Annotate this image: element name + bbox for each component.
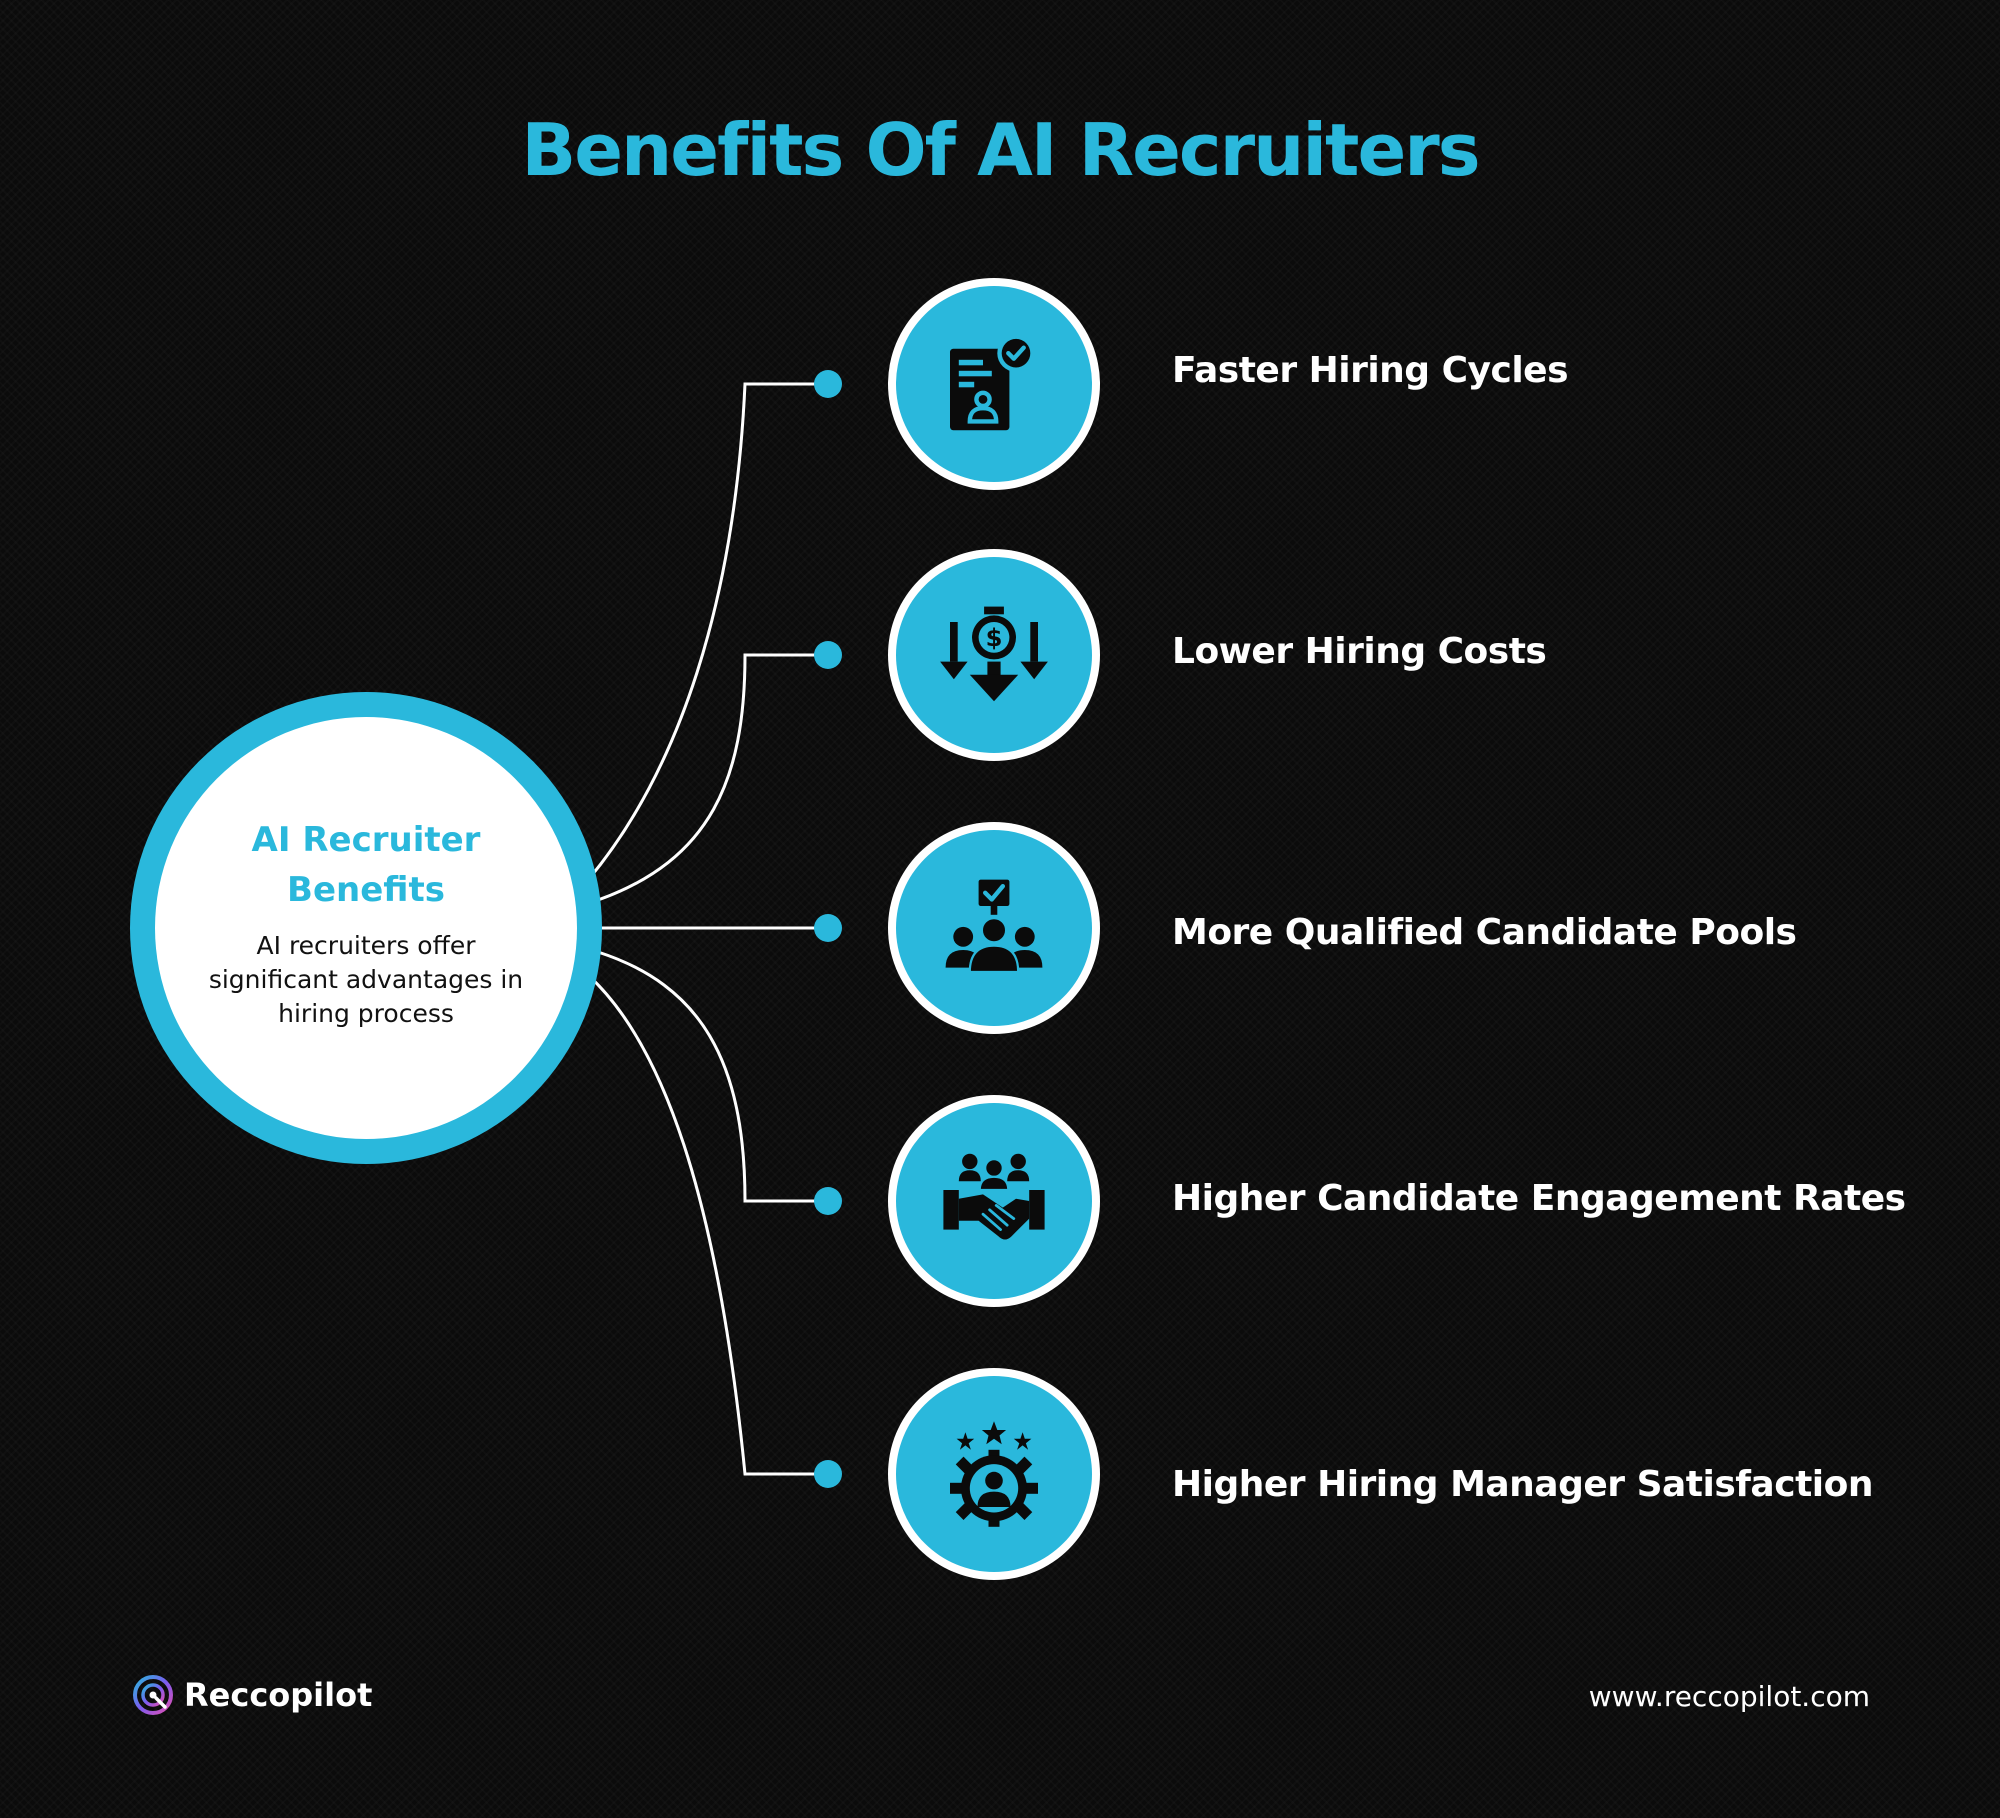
connector-dot (814, 370, 842, 398)
page-title: Benefits Of AI Recruiters (521, 108, 1480, 192)
gear-user-stars-icon (950, 1421, 1038, 1527)
reccopilot-logo-icon (133, 1675, 173, 1715)
connector-line (586, 973, 828, 1476)
handshake-team-icon (943, 1153, 1045, 1240)
connector-dot (814, 914, 842, 942)
benefit-node-1 (888, 278, 1100, 490)
benefit-node-3 (888, 822, 1100, 1034)
svg-text:$: $ (986, 624, 1003, 652)
connector-dot (814, 1460, 842, 1488)
benefit-node-4 (888, 1095, 1100, 1307)
benefit-label: Faster Hiring Cycles (1172, 350, 1569, 391)
connector-line (597, 653, 828, 902)
benefit-label: More Qualified Candidate Pools (1172, 912, 1797, 953)
connector-line (597, 950, 828, 1203)
connector-line (586, 382, 828, 881)
website-link[interactable]: www.reccopilot.com (1588, 1680, 1870, 1713)
connector-dot (814, 641, 842, 669)
brand-name: Reccopilot (184, 1676, 373, 1714)
connector-dot (814, 1187, 842, 1215)
benefit-label: Lower Hiring Costs (1172, 631, 1547, 672)
benefit-node-2: $ (888, 549, 1100, 761)
benefit-node-5 (888, 1368, 1100, 1580)
document-check-icon (950, 334, 1035, 431)
hub-title: AI Recruiter Benefits (251, 820, 481, 910)
candidate-pool-icon (945, 879, 1043, 974)
cost-down-icon: $ (940, 606, 1048, 702)
brand: Reccopilot (132, 1674, 372, 1716)
hub-circle: AI Recruiter Benefits AI recruiters offe… (130, 692, 602, 1164)
benefit-label: Higher Candidate Engagement Rates (1172, 1178, 1906, 1219)
hub-content: AI Recruiter Benefits AI recruiters offe… (155, 717, 577, 1139)
hub-description: AI recruiters offer significant advantag… (208, 931, 524, 1028)
benefit-label: Higher Hiring Manager Satisfaction (1172, 1464, 1873, 1505)
